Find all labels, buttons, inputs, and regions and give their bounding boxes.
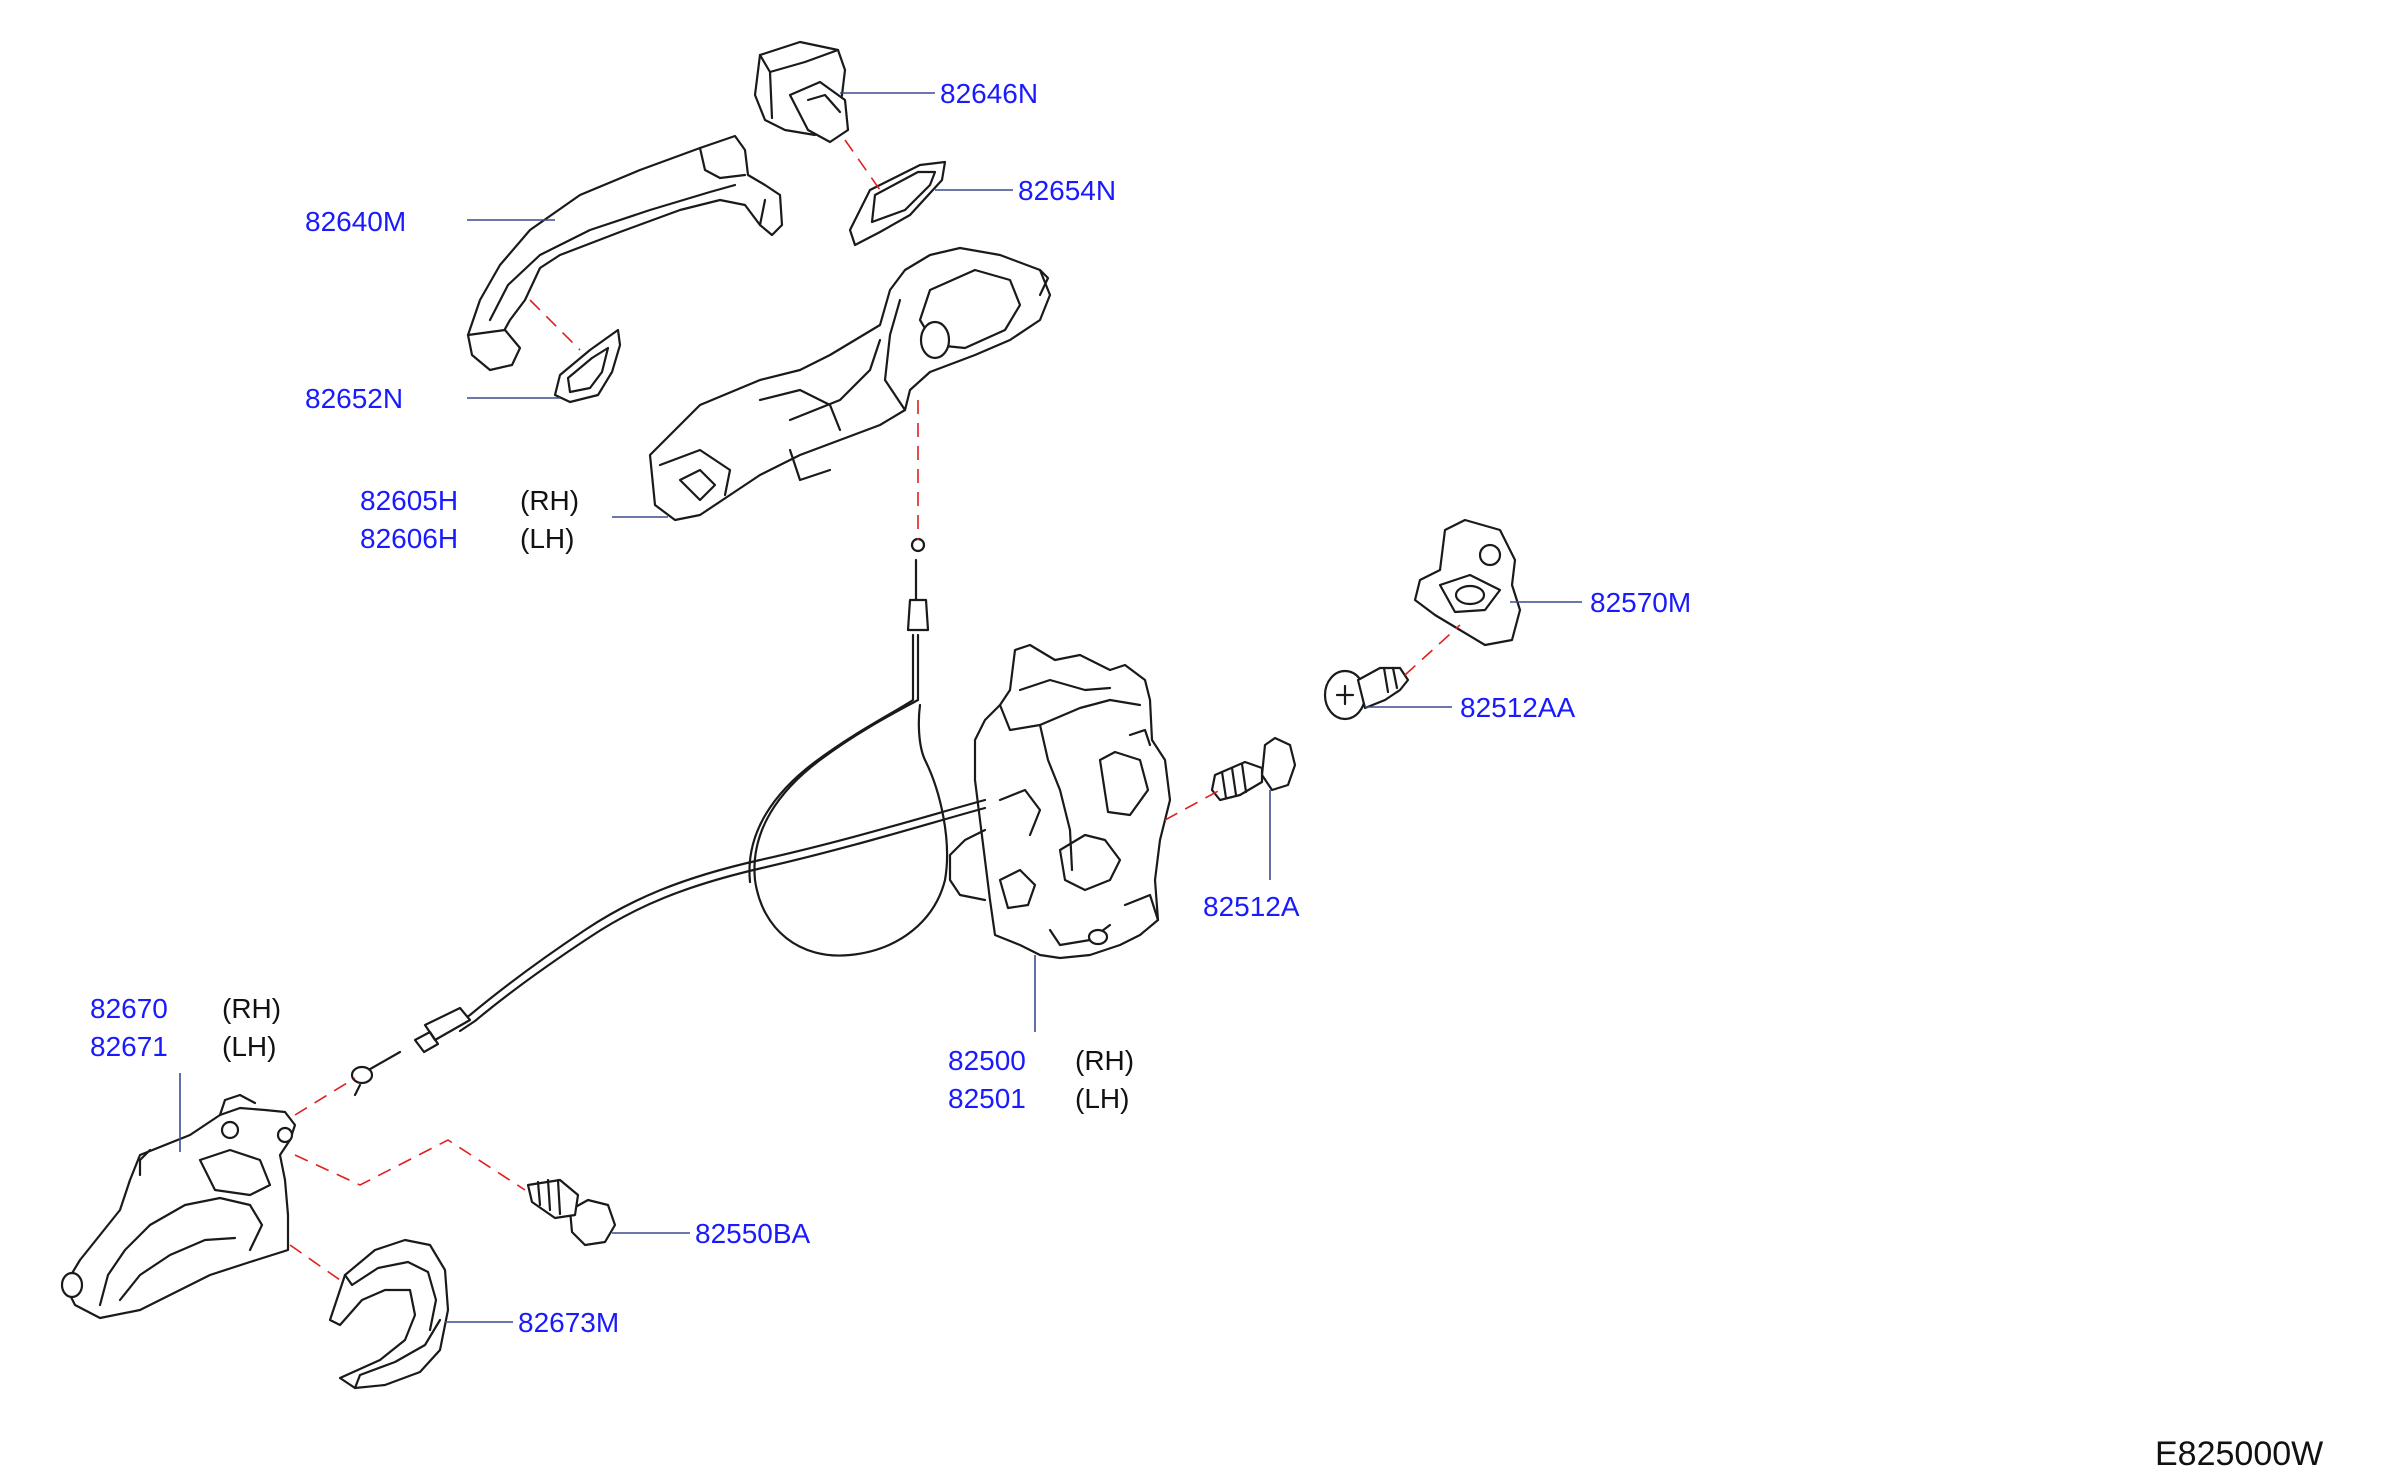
handle-end-cap-part — [753, 40, 850, 144]
label-82640M: 82640M — [305, 206, 406, 237]
diagram-reference: E825000W — [2155, 1435, 2323, 1473]
gasket-front-part — [848, 160, 947, 247]
lock-cable-part — [350, 537, 987, 1097]
label-82671: 82671 — [90, 1031, 168, 1062]
inside-handle-part — [60, 1093, 297, 1320]
label-82605H-side: (RH) — [520, 485, 579, 516]
label-82605H: 82605H — [360, 485, 458, 516]
label-82670-side: (RH) — [222, 993, 281, 1024]
label-82671-side: (LH) — [222, 1031, 276, 1062]
label-82606H: 82606H — [360, 523, 458, 554]
handle-bracket-part — [648, 246, 1052, 522]
label-82500: 82500 — [948, 1045, 1026, 1076]
label-82512A: 82512A — [1203, 891, 1300, 922]
gasket-rear-part — [553, 328, 622, 404]
label-82652N: 82652N — [305, 383, 403, 414]
handle-bolt-part — [526, 1178, 617, 1247]
assembly-lines — [289, 139, 1461, 1281]
outside-handle-part — [466, 134, 784, 372]
lock-screw-part — [1210, 736, 1297, 802]
label-82501-side: (LH) — [1075, 1083, 1129, 1114]
handle-escutcheon-part — [328, 1238, 450, 1390]
leader-lines — [179, 92, 1582, 1323]
label-82673M: 82673M — [518, 1307, 619, 1338]
striker-bolt-part — [1323, 666, 1410, 721]
label-82654N: 82654N — [1018, 175, 1116, 206]
label-82512AA: 82512AA — [1460, 692, 1576, 723]
label-82500-side: (RH) — [1075, 1045, 1134, 1076]
label-82501: 82501 — [948, 1083, 1026, 1114]
label-82550BA: 82550BA — [695, 1218, 811, 1249]
door-lock-actuator-part — [948, 643, 1172, 960]
label-82646N: 82646N — [940, 78, 1038, 109]
label-82570M: 82570M — [1590, 587, 1691, 618]
label-82606H-side: (LH) — [520, 523, 574, 554]
label-82670: 82670 — [90, 993, 168, 1024]
door-striker-part — [1413, 518, 1522, 647]
